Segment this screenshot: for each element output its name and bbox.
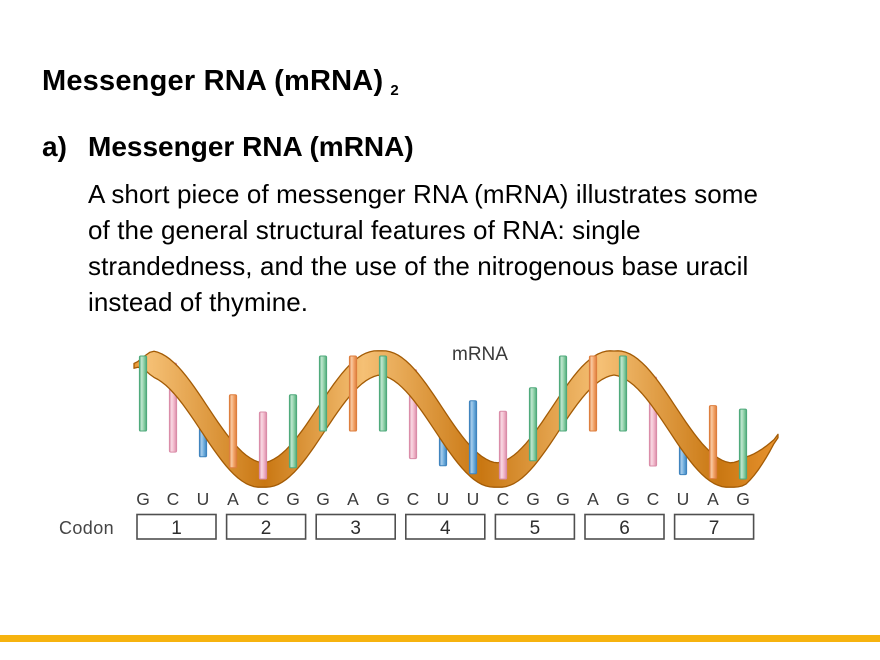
codon-number: 1	[171, 518, 182, 539]
base-letter-C: C	[407, 489, 420, 509]
base-bar-G	[558, 355, 568, 432]
list-marker: a)	[42, 131, 67, 162]
codon-number: 5	[530, 518, 541, 539]
base-letter-C: C	[167, 489, 180, 509]
codon-box	[404, 513, 486, 540]
slide-title-text: Messenger RNA (mRNA)	[42, 65, 384, 98]
codon-number: 3	[350, 518, 361, 539]
base-letter-A: A	[347, 489, 359, 509]
base-letter-G: G	[136, 489, 150, 509]
base-bar-A	[588, 355, 598, 432]
slide-number-note: 2	[390, 82, 399, 100]
base-letter-U: U	[677, 489, 690, 509]
base-bar-G	[288, 394, 298, 469]
base-letter-U: U	[467, 489, 480, 509]
base-letter-A: A	[227, 489, 239, 509]
bases-front-of-ribbon	[138, 355, 748, 480]
mrna-label: mRNA	[452, 344, 508, 365]
base-bar-A	[228, 394, 238, 469]
list-item-a: a) Messenger RNA (mRNA)	[42, 131, 414, 163]
base-letter-G: G	[286, 489, 300, 509]
base-letter-U: U	[437, 489, 450, 509]
body-line: instead of thymine.	[88, 287, 309, 317]
body-line: A short piece of messenger RNA (mRNA) il…	[88, 179, 759, 209]
base-bar-G	[378, 355, 388, 432]
base-letter-A: A	[587, 489, 599, 509]
codon-box	[136, 513, 217, 540]
base-bar-A	[708, 405, 718, 480]
body-text: A short piece of messenger RNA (mRNA) il…	[88, 176, 758, 320]
base-bar-C	[498, 410, 508, 480]
body-line: strandedness, and the use of the nitroge…	[88, 251, 749, 281]
base-bar-G	[528, 387, 538, 462]
base-letter-G: G	[556, 489, 570, 509]
codon-box	[584, 513, 665, 540]
base-letter-U: U	[197, 489, 210, 509]
codon-number: 2	[261, 518, 272, 539]
base-letter-C: C	[257, 489, 270, 509]
base-letter-G: G	[616, 489, 630, 509]
base-letter-C: C	[497, 489, 510, 509]
codon-number: 7	[709, 518, 720, 539]
codon-box	[225, 513, 307, 540]
codon-box	[494, 513, 576, 540]
codon-number: 6	[619, 518, 630, 539]
base-letter-C: C	[647, 489, 660, 509]
base-bar-A	[348, 355, 358, 432]
base-bar-G	[618, 355, 628, 432]
base-letter-G: G	[316, 489, 330, 509]
codon-box	[315, 513, 397, 540]
footer-accent-bar	[0, 635, 880, 642]
base-bar-C	[258, 411, 268, 480]
base-bar-G	[318, 355, 328, 432]
base-letter-G: G	[376, 489, 390, 509]
list-heading: Messenger RNA (mRNA)	[88, 131, 414, 162]
base-letter-G: G	[526, 489, 540, 509]
base-bar-U	[468, 400, 478, 475]
slide-title: Messenger RNA (mRNA) 2	[42, 65, 399, 100]
base-letter-A: A	[707, 489, 719, 509]
base-bar-G	[738, 408, 748, 480]
codon-box	[673, 513, 755, 540]
body-line: of the general structural features of RN…	[88, 215, 641, 245]
codon-label: Codon	[59, 518, 115, 538]
codon-number: 4	[440, 518, 451, 539]
base-bar-G	[138, 355, 148, 432]
base-letter-G: G	[736, 489, 750, 509]
